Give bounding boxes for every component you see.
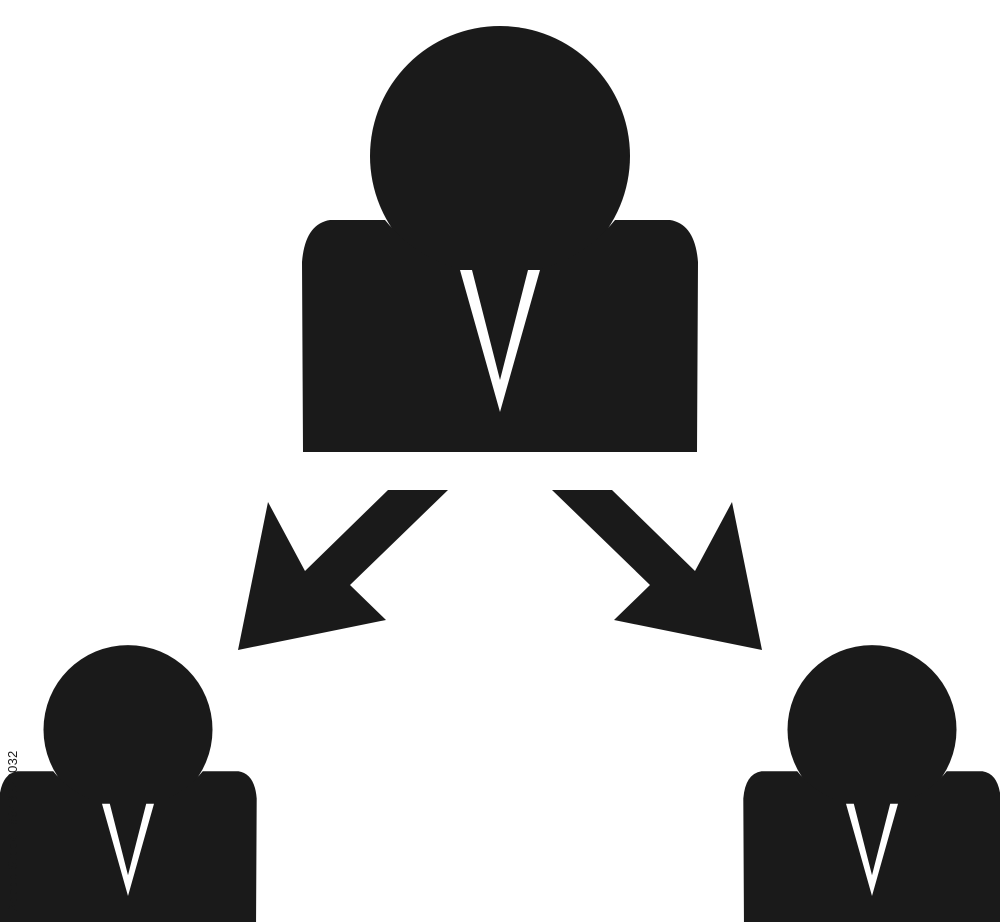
arrow-down-left-icon bbox=[238, 490, 448, 650]
top-person-icon bbox=[302, 26, 698, 452]
stock-number: #848320032 bbox=[5, 750, 20, 825]
stock-separator: | bbox=[5, 824, 20, 837]
stock-id-label: Adobe Stock | #848320032 bbox=[5, 750, 20, 912]
bottom-right-person-icon bbox=[743, 645, 1000, 922]
stock-brand: Adobe Stock bbox=[5, 836, 20, 912]
bottom-left-person-icon bbox=[0, 645, 257, 922]
arrow-down-right-icon bbox=[552, 490, 762, 650]
